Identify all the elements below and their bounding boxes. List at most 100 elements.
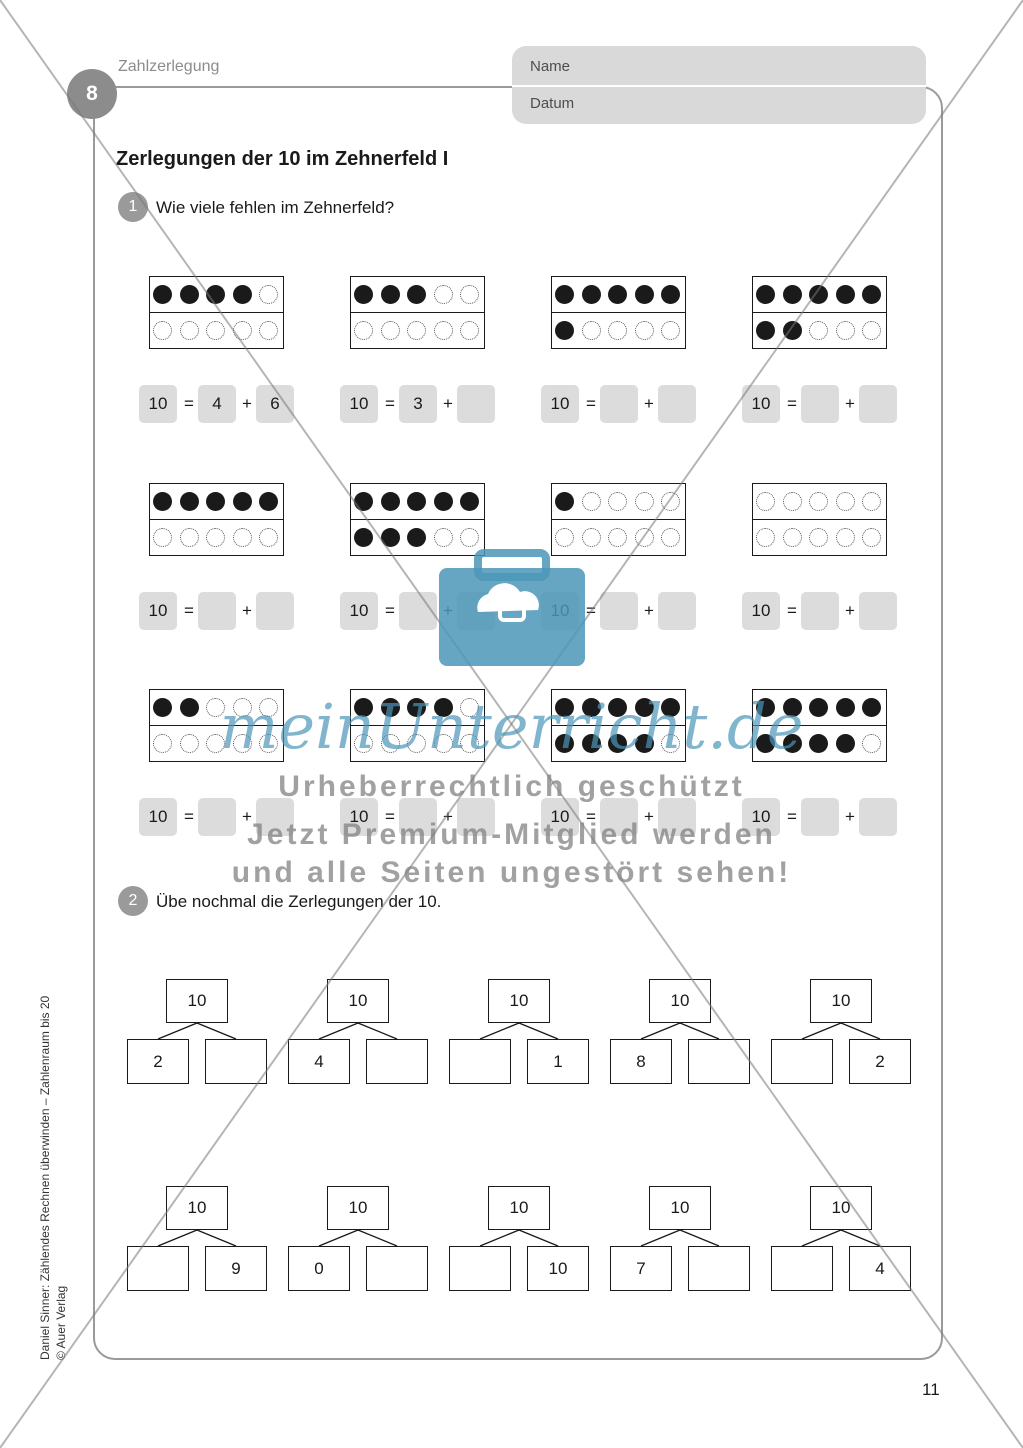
total-cell: 10	[742, 592, 780, 630]
bond-part-right-box[interactable]: 1	[527, 1039, 589, 1084]
answer-cell-a[interactable]	[801, 385, 839, 423]
bond-part-left-box[interactable]: 8	[610, 1039, 672, 1084]
bond-whole-box: 10	[327, 979, 389, 1023]
empty-dot	[206, 528, 225, 547]
bond-part-right-box[interactable]: 10	[527, 1246, 589, 1291]
filled-dot	[206, 285, 225, 304]
watermark-line-3: und alle Seiten ungestört sehen!	[231, 856, 792, 889]
bond-part-right-box[interactable]	[688, 1246, 750, 1291]
bond-part-left-box[interactable]: 7	[610, 1246, 672, 1291]
answer-cell-a[interactable]	[801, 592, 839, 630]
bond-part-left-box[interactable]	[449, 1039, 511, 1084]
tenframe-row	[552, 484, 685, 520]
empty-dot	[782, 528, 802, 547]
bond-whole-box: 10	[166, 1186, 228, 1230]
bond-part-right-box[interactable]	[366, 1039, 428, 1084]
empty-dot	[407, 321, 426, 340]
empty-dot	[354, 321, 373, 340]
bond-part-right-box[interactable]: 9	[205, 1246, 267, 1291]
filled-dot	[756, 321, 775, 340]
tenframe-row	[552, 277, 685, 313]
answer-cell-b[interactable]	[859, 592, 897, 630]
answer-cell-b[interactable]	[859, 385, 897, 423]
bond-part-left-box[interactable]	[771, 1246, 833, 1291]
empty-dot	[608, 528, 627, 547]
filled-dot	[153, 492, 172, 511]
answer-cell-a[interactable]: 3	[399, 385, 437, 423]
empty-dot	[555, 528, 574, 547]
empty-dot	[634, 492, 654, 511]
empty-dot	[835, 528, 855, 547]
empty-dot	[835, 321, 855, 340]
bond-part-left-box[interactable]	[127, 1246, 189, 1291]
filled-dot	[407, 492, 426, 511]
bond-part-left-box[interactable]	[771, 1039, 833, 1084]
empty-dot	[782, 492, 802, 511]
tenframe-row	[150, 484, 283, 520]
filled-dot	[835, 285, 855, 304]
empty-dot	[634, 321, 654, 340]
total-cell: 10	[541, 385, 579, 423]
publisher-credit: © Auer Verlag	[54, 1285, 68, 1360]
answer-cell-a[interactable]	[198, 592, 236, 630]
total-cell: 10	[139, 592, 177, 630]
plus-sign: +	[443, 394, 453, 413]
filled-dot	[555, 492, 574, 511]
empty-dot	[179, 321, 199, 340]
tenframe-row	[351, 520, 484, 556]
tenframe	[551, 276, 686, 349]
empty-dot	[380, 321, 400, 340]
answer-cell-a[interactable]	[600, 385, 638, 423]
tenframe-row	[351, 313, 484, 349]
empty-dot	[862, 492, 881, 511]
bond-part-left-box[interactable]: 4	[288, 1039, 350, 1084]
bond-whole-box: 10	[166, 979, 228, 1023]
bond-part-left-box[interactable]: 0	[288, 1246, 350, 1291]
bond-part-left-box[interactable]	[449, 1246, 511, 1291]
total-cell: 10	[139, 385, 177, 423]
plus-sign: +	[443, 601, 453, 620]
tenframe	[752, 276, 887, 349]
filled-dot	[206, 492, 225, 511]
answer-cell-b[interactable]: 6	[256, 385, 294, 423]
tenframe-row	[753, 484, 886, 520]
answer-cell-a[interactable]: 4	[198, 385, 236, 423]
answer-cell-a[interactable]	[600, 592, 638, 630]
bond-part-right-box[interactable]: 2	[849, 1039, 911, 1084]
filled-dot	[407, 528, 426, 547]
empty-dot	[608, 492, 627, 511]
answer-cell-b[interactable]	[457, 592, 495, 630]
empty-dot	[634, 528, 654, 547]
empty-dot	[179, 528, 199, 547]
filled-dot	[460, 492, 479, 511]
bond-part-right-box[interactable]	[205, 1039, 267, 1084]
bond-part-right-box[interactable]: 4	[849, 1246, 911, 1291]
page-number: 11	[922, 1380, 940, 1399]
equals-sign: =	[385, 601, 395, 620]
answer-cell-b[interactable]	[457, 385, 495, 423]
bond-part-right-box[interactable]	[688, 1039, 750, 1084]
empty-dot	[460, 528, 479, 547]
plus-sign: +	[845, 394, 855, 413]
tenframe	[149, 483, 284, 556]
empty-dot	[259, 285, 278, 304]
filled-dot	[782, 285, 802, 304]
empty-dot	[259, 528, 278, 547]
answer-cell-b[interactable]	[256, 592, 294, 630]
bond-part-right-box[interactable]	[366, 1246, 428, 1291]
empty-dot	[862, 321, 881, 340]
empty-dot	[153, 528, 172, 547]
tenframe-row	[351, 277, 484, 313]
answer-cell-a[interactable]	[399, 592, 437, 630]
empty-dot	[232, 321, 252, 340]
answer-cell-b[interactable]	[658, 385, 696, 423]
watermark-line-2: Jetzt Premium-Mitglied werden	[247, 818, 776, 851]
bond-part-left-box[interactable]: 2	[127, 1039, 189, 1084]
filled-dot	[259, 492, 278, 511]
worksheet-number-badge: 8	[67, 69, 117, 119]
empty-dot	[581, 528, 601, 547]
answer-cell-b[interactable]	[658, 592, 696, 630]
